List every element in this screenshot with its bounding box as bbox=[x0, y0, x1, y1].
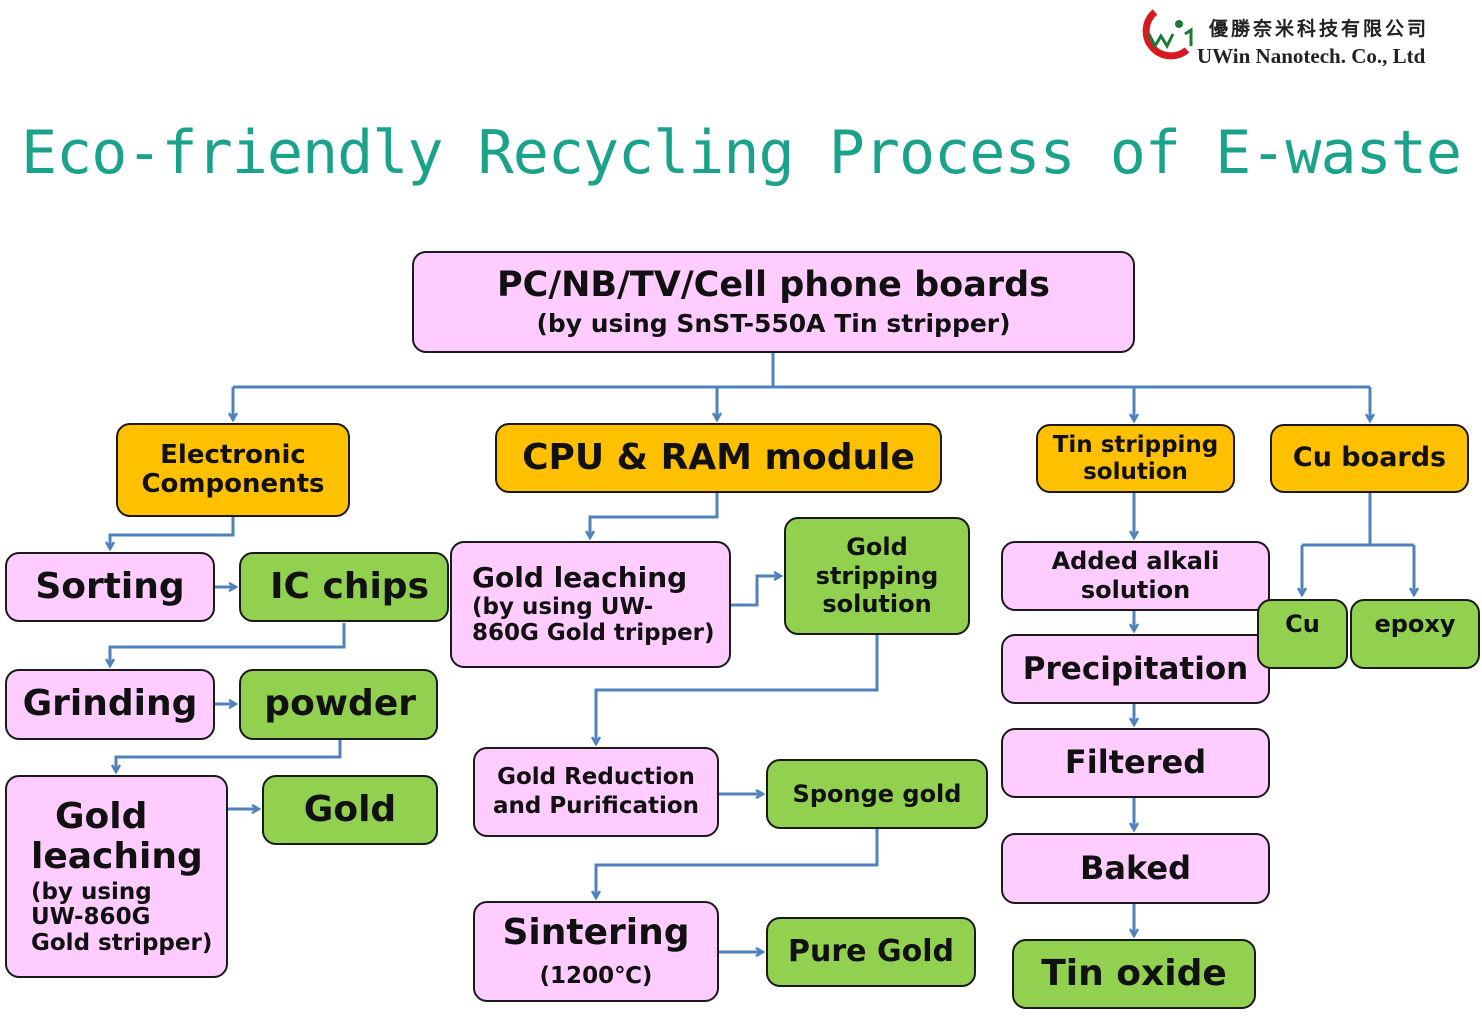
node-precipitation: Precipitation bbox=[1001, 634, 1270, 704]
node-gold-reduction-line1: Gold Reduction bbox=[497, 764, 695, 791]
node-gold-leaching-mid-line3: 860G Gold tripper) bbox=[472, 620, 715, 647]
node-tin-oxide-label: Tin oxide bbox=[1041, 952, 1227, 994]
node-gold-leaching-mid: Gold leaching (by using UW- 860G Gold tr… bbox=[450, 541, 731, 668]
node-grinding: Grinding bbox=[5, 669, 215, 740]
node-cu: Cu bbox=[1257, 599, 1348, 669]
node-baked-label: Baked bbox=[1079, 848, 1191, 887]
node-cu-label: Cu bbox=[1285, 610, 1320, 638]
node-tin-solution: Tin stripping solution bbox=[1036, 424, 1235, 493]
link-leaching-stripping bbox=[731, 576, 781, 607]
node-cpu-ram-label: CPU & RAM module bbox=[522, 436, 915, 478]
node-precipitation-label: Precipitation bbox=[1022, 650, 1249, 687]
node-gold-stripping: Gold stripping solution bbox=[784, 517, 970, 635]
node-gold-stripping-line1: Gold bbox=[846, 532, 908, 561]
link-sponge-sintering bbox=[596, 829, 879, 898]
node-pure-gold-label: Pure Gold bbox=[788, 934, 954, 970]
node-electronic-components: Electronic Components bbox=[116, 423, 350, 517]
node-gold-leaching-left: Gold leaching (by using UW-860G Gold str… bbox=[5, 775, 228, 978]
node-filtered-label: Filtered bbox=[1064, 743, 1207, 782]
node-added-alkali: Added alkali solution bbox=[1001, 541, 1270, 611]
link-cpu-leaching bbox=[590, 493, 719, 538]
node-sorting: Sorting bbox=[5, 552, 215, 622]
node-gold-leaching-left-line3: (by using bbox=[31, 879, 152, 906]
node-pc-boards: PC/NB/TV/Cell phone boards (by using SnS… bbox=[412, 251, 1135, 353]
node-pc-boards-title: PC/NB/TV/Cell phone boards bbox=[497, 265, 1050, 306]
node-pure-gold: Pure Gold bbox=[766, 917, 976, 987]
node-gold-reduction-line2: and Purification bbox=[492, 793, 700, 819]
link-powder-leaching bbox=[116, 740, 342, 772]
node-ic-chips: IC chips bbox=[239, 552, 449, 622]
link-ic-grinding bbox=[110, 623, 346, 666]
logo-english-name: UWin Nanotech. Co., Ltd bbox=[1197, 44, 1426, 68]
node-gold-leaching-left-line2: leaching bbox=[31, 835, 203, 877]
node-pc-boards-subtitle: (by using SnST-550A Tin stripper) bbox=[536, 308, 1011, 338]
company-logo: 優勝奈米科技有限公司 UWin Nanotech. Co., Ltd bbox=[1125, 4, 1465, 74]
node-gold-leaching-left-line5: Gold stripper) bbox=[31, 929, 213, 956]
node-grinding-label: Grinding bbox=[22, 683, 198, 725]
node-gold-stripping-line3: solution bbox=[822, 590, 932, 619]
link-electronic-sorting bbox=[110, 517, 235, 549]
node-sorting-label: Sorting bbox=[35, 565, 185, 607]
node-cpu-ram: CPU & RAM module bbox=[495, 423, 942, 493]
link-stripping-reduction bbox=[596, 635, 879, 744]
node-gold-reduction: Gold Reduction and Purification bbox=[473, 747, 719, 837]
node-gold: Gold bbox=[262, 775, 438, 845]
node-tin-solution-line1: Tin stripping bbox=[1052, 432, 1219, 459]
node-gold-leaching-mid-line2: (by using UW- bbox=[472, 594, 654, 621]
node-ic-chips-label: IC chips bbox=[270, 565, 429, 607]
node-electronic-line2: Components bbox=[141, 469, 325, 499]
node-added-alkali-line1: Added alkali bbox=[1051, 547, 1220, 576]
node-tin-solution-line2: solution bbox=[1083, 458, 1188, 485]
node-baked: Baked bbox=[1001, 833, 1270, 904]
node-added-alkali-line2: solution bbox=[1080, 576, 1191, 604]
node-gold-leaching-mid-line1: Gold leaching bbox=[472, 561, 688, 595]
page-title: Eco-friendly Recycling Process of E-wast… bbox=[20, 118, 1462, 188]
node-gold-leaching-left-line1: Gold bbox=[55, 795, 148, 837]
node-powder-label: powder bbox=[264, 683, 416, 725]
node-cu-boards-label: Cu boards bbox=[1292, 442, 1447, 474]
node-sintering: Sintering (1200℃) bbox=[473, 901, 719, 1002]
node-gold-label: Gold bbox=[303, 788, 397, 830]
node-sintering-line1: Sintering bbox=[502, 912, 690, 954]
node-gold-leaching-left-line4: UW-860G bbox=[31, 904, 151, 931]
node-sponge-gold: Sponge gold bbox=[766, 759, 988, 829]
node-cu-boards: Cu boards bbox=[1270, 424, 1469, 493]
uwin-logo-icon bbox=[1142, 9, 1193, 60]
node-epoxy-label: epoxy bbox=[1374, 610, 1456, 638]
logo-chinese-name: 優勝奈米科技有限公司 bbox=[1209, 18, 1430, 40]
node-epoxy: epoxy bbox=[1350, 599, 1480, 669]
node-filtered: Filtered bbox=[1001, 728, 1270, 798]
node-gold-stripping-line2: stripping bbox=[815, 561, 939, 590]
node-tin-oxide: Tin oxide bbox=[1012, 939, 1256, 1009]
node-sponge-gold-label: Sponge gold bbox=[792, 779, 962, 808]
node-sintering-line2: (1200℃) bbox=[539, 962, 653, 989]
node-powder: powder bbox=[239, 669, 438, 740]
node-electronic-line1: Electronic bbox=[160, 439, 306, 470]
